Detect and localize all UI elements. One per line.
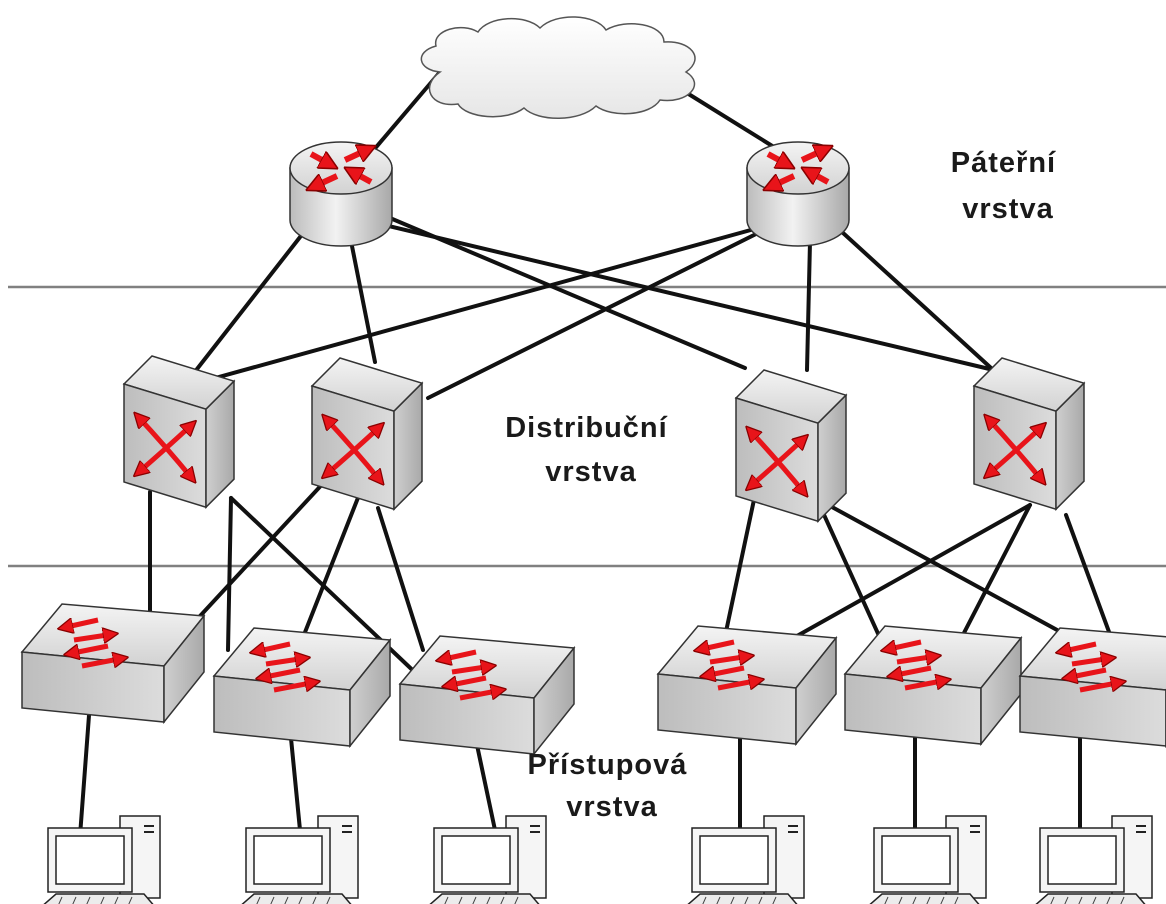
multilayer-switch-icon [310, 357, 424, 512]
distribution-layer-label-line2: vrstva [545, 456, 636, 488]
network-link [288, 726, 302, 832]
network-link [376, 506, 425, 652]
network-link [370, 70, 442, 154]
core-layer-label-line1: Páteřní [951, 147, 1056, 179]
network-link [426, 230, 762, 400]
network-link [78, 700, 92, 838]
cloud-icon [420, 16, 696, 119]
core-layer-label-line2: vrstva [962, 193, 1053, 225]
desktop-computer-icon [687, 815, 805, 904]
network-link [805, 240, 812, 372]
access-layer-label-line1: Přístupová [528, 749, 688, 781]
router-icon [746, 141, 850, 247]
router-icon [289, 141, 393, 247]
network-link [378, 222, 1004, 374]
switch-icon [843, 625, 1023, 747]
distribution-layer-label: Distribuční vrstva [505, 412, 677, 488]
access-layer-label-line2: vrstva [566, 791, 657, 823]
desktop-computer-icon [241, 815, 359, 904]
network-link [226, 496, 233, 652]
desktop-computer-icon [429, 815, 547, 904]
switch-icon [20, 603, 206, 725]
network-link [348, 234, 377, 364]
network-link [206, 226, 760, 382]
multilayer-switch-icon [972, 357, 1086, 512]
distribution-layer-label-line1: Distribuční [505, 412, 667, 444]
network-link [296, 478, 367, 652]
switch-icon [398, 635, 576, 757]
desktop-computer-icon [1035, 815, 1153, 904]
network-link [1064, 513, 1114, 642]
multilayer-switch-icon [734, 369, 848, 524]
network-link [770, 503, 1032, 652]
network-link [840, 230, 1004, 380]
access-layer-label: Přístupová vrstva [528, 749, 697, 823]
desktop-computer-icon [869, 815, 987, 904]
network-link [229, 496, 425, 682]
network-link [388, 216, 747, 370]
desktop-computer-icon [43, 815, 161, 904]
core-layer-label: Páteřní vrstva [951, 147, 1065, 225]
network-link [188, 230, 306, 380]
network-link [813, 493, 892, 662]
switch-icon [656, 625, 838, 747]
switch-icon [212, 627, 392, 749]
multilayer-switch-icon [122, 355, 236, 510]
switch-icon [1018, 627, 1166, 749]
